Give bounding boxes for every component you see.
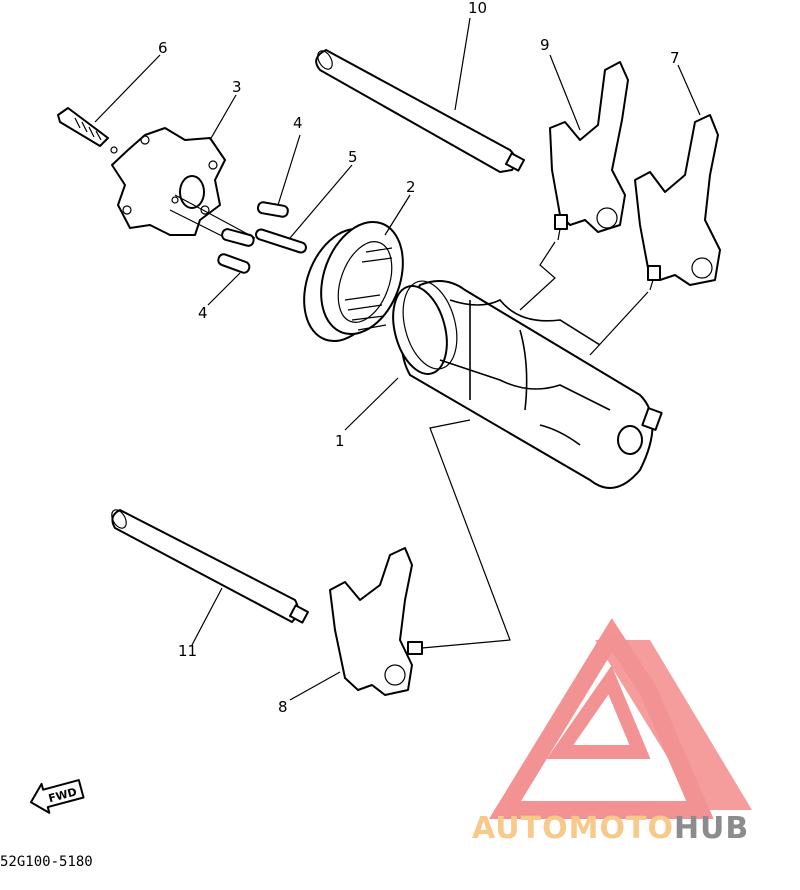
- callout-10: 10: [468, 0, 487, 17]
- watermark-part-hub: HUB: [674, 811, 749, 846]
- watermark-logo: [488, 618, 752, 819]
- leader-lines: [94, 17, 701, 701]
- callout-9: 9: [540, 36, 550, 54]
- pin-5: [169, 194, 307, 254]
- shift-fork-8: [329, 547, 423, 696]
- callout-11: 11: [178, 642, 197, 660]
- shift-fork-9: [549, 61, 629, 241]
- callout-4-top: 4: [293, 114, 303, 132]
- callout-5: 5: [348, 148, 358, 166]
- shaft-11: [111, 509, 309, 624]
- callouts: 10 9 7 6 3 4 5 2 4 1 11 8: [158, 0, 680, 716]
- segment-3: [111, 127, 226, 236]
- shift-fork-7: [634, 114, 721, 291]
- watermark-text: AUTOMOTOHUB: [472, 811, 749, 846]
- pins-4: [217, 201, 289, 274]
- shift-drum-1: [392, 280, 663, 489]
- shaft-10: [315, 49, 525, 173]
- callout-8: 8: [278, 698, 288, 716]
- screw-6: [57, 107, 118, 154]
- callout-4-bottom: 4: [198, 304, 208, 322]
- bearing-2: [303, 220, 404, 343]
- callout-7: 7: [670, 49, 680, 67]
- watermark-part-automoto: AUTOMOTO: [472, 811, 674, 846]
- callout-2: 2: [406, 178, 416, 196]
- callout-1: 1: [335, 432, 345, 450]
- callout-6: 6: [158, 39, 168, 57]
- callout-3: 3: [232, 78, 242, 96]
- connection-lines: [421, 241, 649, 649]
- fwd-arrow: FWD: [29, 779, 85, 814]
- diagram-code: 52G100-5180: [0, 854, 93, 870]
